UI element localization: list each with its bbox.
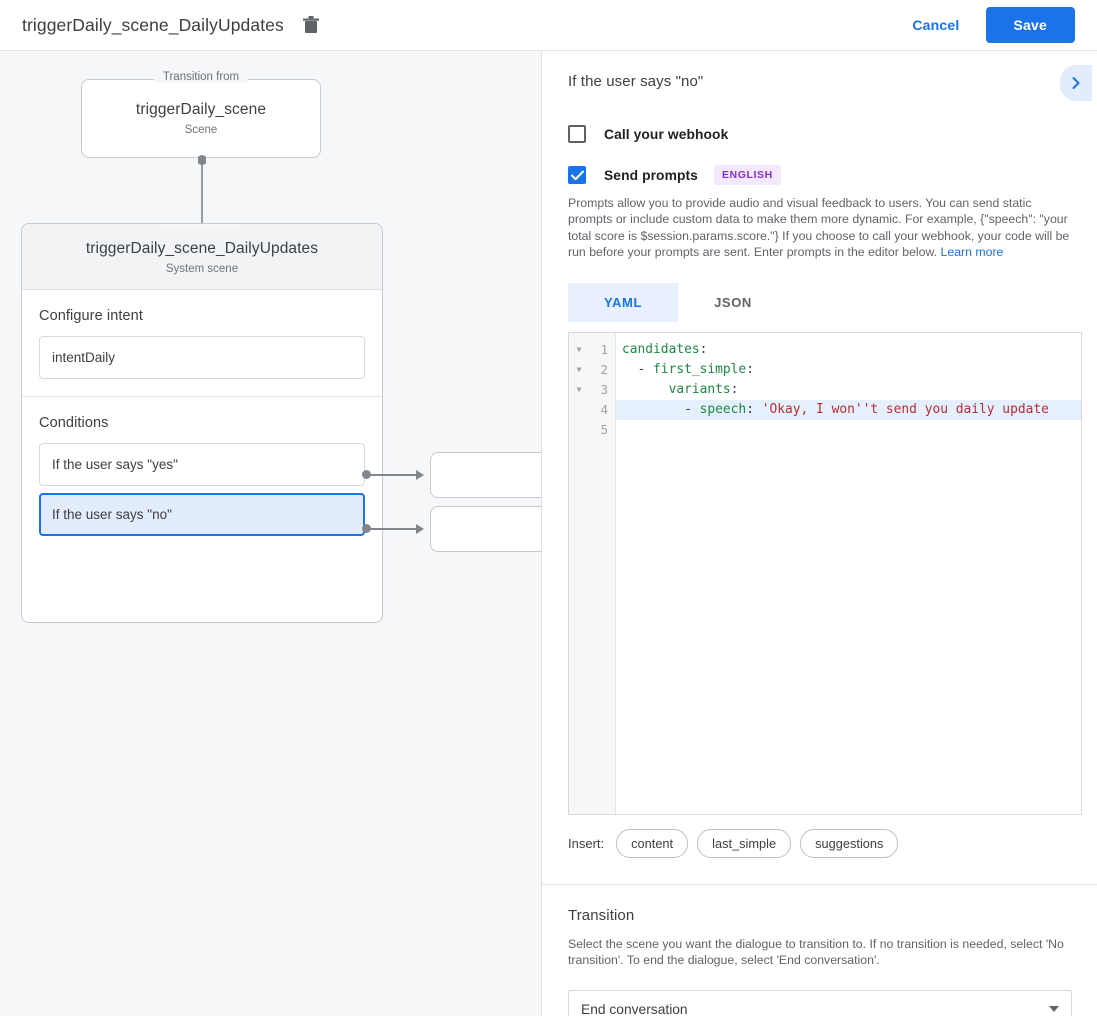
editor-code-area[interactable]: candidates: - first_simple: variants: - … [616,333,1081,814]
editor-line-number: 5 [600,422,608,438]
configure-intent-label: Configure intent [39,308,143,324]
transition-to-title: triggerDaily_scene_DailyUpdates [85,240,319,257]
code-token: - [622,361,654,377]
code-token: - [622,401,700,417]
fold-toggle-icon[interactable]: ▼ [576,365,582,375]
code-token: 'Okay, I won''t send you daily update [761,401,1049,417]
insert-label: Insert: [568,835,605,851]
panel-title: If the user says "no" [568,73,704,90]
editor-gutter-line: ▼1 [569,340,615,360]
code-token: speech [699,401,747,417]
edge-arrow-yes [416,470,424,480]
conditions-label: Conditions [39,415,109,431]
editor-gutter-line: ▼3 [569,380,615,400]
send-prompts-row[interactable]: Send prompts ENGLISH [568,165,1097,185]
target-node-yes[interactable] [430,452,541,498]
fold-toggle-icon[interactable]: ▼ [576,385,582,395]
editor-gutter-line: 4 [569,400,615,420]
code-token: : [746,401,762,417]
editor-line-number: 3 [600,382,608,398]
send-prompts-checkbox[interactable] [568,166,586,184]
prompts-description-text: Prompts allow you to provide audio and v… [568,196,1070,260]
insert-chip-content[interactable]: content [616,828,689,858]
transition-to-node[interactable]: Transition to triggerDaily_scene_DailyUp… [21,223,383,623]
code-token: variants [668,381,731,397]
transition-from-node[interactable]: Transition from triggerDaily_scene Scene [81,71,321,158]
edge-arrow-no [416,524,424,534]
insert-row: Insert: content last_simple suggestions [568,828,1097,858]
save-button[interactable]: Save [985,7,1075,43]
condition-item-yes[interactable]: If the user says "yes" [39,443,365,486]
code-token: candidates [622,341,700,357]
language-badge: ENGLISH [713,165,781,185]
chevron-right-icon [1072,77,1080,89]
code-token: first_simple [653,361,747,377]
code-token: : [699,341,708,357]
transition-from-title: triggerDaily_scene [135,101,267,118]
transition-from-legend: Transition from [153,71,249,83]
editor-line-number: 2 [600,362,608,378]
chevron-down-icon [1049,1006,1059,1013]
section-divider [542,883,1097,885]
intent-field[interactable]: intentDaily [39,336,365,379]
webhook-row[interactable]: Call your webhook [568,125,1097,143]
delete-button[interactable] [298,12,324,38]
trash-icon [302,16,319,33]
details-panel: If the user says "no" Call your webhook … [541,51,1097,1016]
top-bar: triggerDaily_scene_DailyUpdates Cancel S… [0,0,1097,51]
conditions-section: Conditions If the user says "yes" If the… [22,396,382,560]
editor-code-line[interactable]: variants: [616,380,1081,400]
editor-line-number: 4 [600,402,608,418]
editor-code-line[interactable] [616,420,1081,440]
insert-chip-suggestions[interactable]: suggestions [800,828,899,858]
learn-more-link[interactable]: Learn more [940,245,1004,260]
page-title: triggerDaily_scene_DailyUpdates [22,14,284,35]
editor-code-line[interactable]: - first_simple: [616,360,1081,380]
transition-section: Transition Select the scene you want the… [542,885,1097,1016]
transition-from-subtitle: Scene [184,124,218,136]
code-token [622,382,669,397]
edge-line-no [366,528,418,530]
transition-to-header: triggerDaily_scene_DailyUpdates System s… [22,224,382,290]
check-icon [570,170,584,180]
condition-item-no[interactable]: If the user says "no" [39,493,365,536]
expand-panel-button[interactable] [1060,65,1092,101]
transition-to-legend: Transition to [161,224,243,227]
transition-title: Transition [568,906,635,924]
insert-chip-last-simple[interactable]: last_simple [697,828,792,858]
tab-yaml[interactable]: YAML [568,282,678,322]
editor-format-tabs: YAML JSON [568,282,1097,322]
code-token: : [730,381,739,397]
editor-code-line[interactable]: - speech: 'Okay, I won''t send you daily… [616,399,1081,420]
prompts-description: Prompts allow you to provide audio and v… [568,195,1077,261]
send-prompts-label: Send prompts [604,167,698,183]
configure-intent-section: Configure intent intentDaily [22,290,382,396]
transition-target-value: End conversation [581,1001,688,1016]
fold-toggle-icon[interactable]: ▼ [576,345,582,355]
transition-description: Select the scene you want the dialogue t… [568,936,1064,968]
target-node-no[interactable] [430,506,541,552]
editor-gutter-line: ▼2 [569,360,615,380]
editor-gutter-line: 5 [569,420,615,440]
editor-code-line[interactable]: candidates: [616,340,1081,360]
tab-json[interactable]: JSON [678,282,788,322]
editor-line-number: 1 [600,342,608,358]
edge-line-yes [366,474,418,476]
panel-header: If the user says "no" [542,51,1097,101]
scene-graph-canvas[interactable]: Transition from triggerDaily_scene Scene… [0,51,541,1016]
webhook-label: Call your webhook [604,126,729,142]
transition-to-subtitle: System scene [165,263,239,275]
webhook-checkbox[interactable] [568,125,586,143]
cancel-button[interactable]: Cancel [900,9,971,41]
code-token: : [746,361,754,377]
transition-target-select[interactable]: End conversation [568,990,1072,1016]
